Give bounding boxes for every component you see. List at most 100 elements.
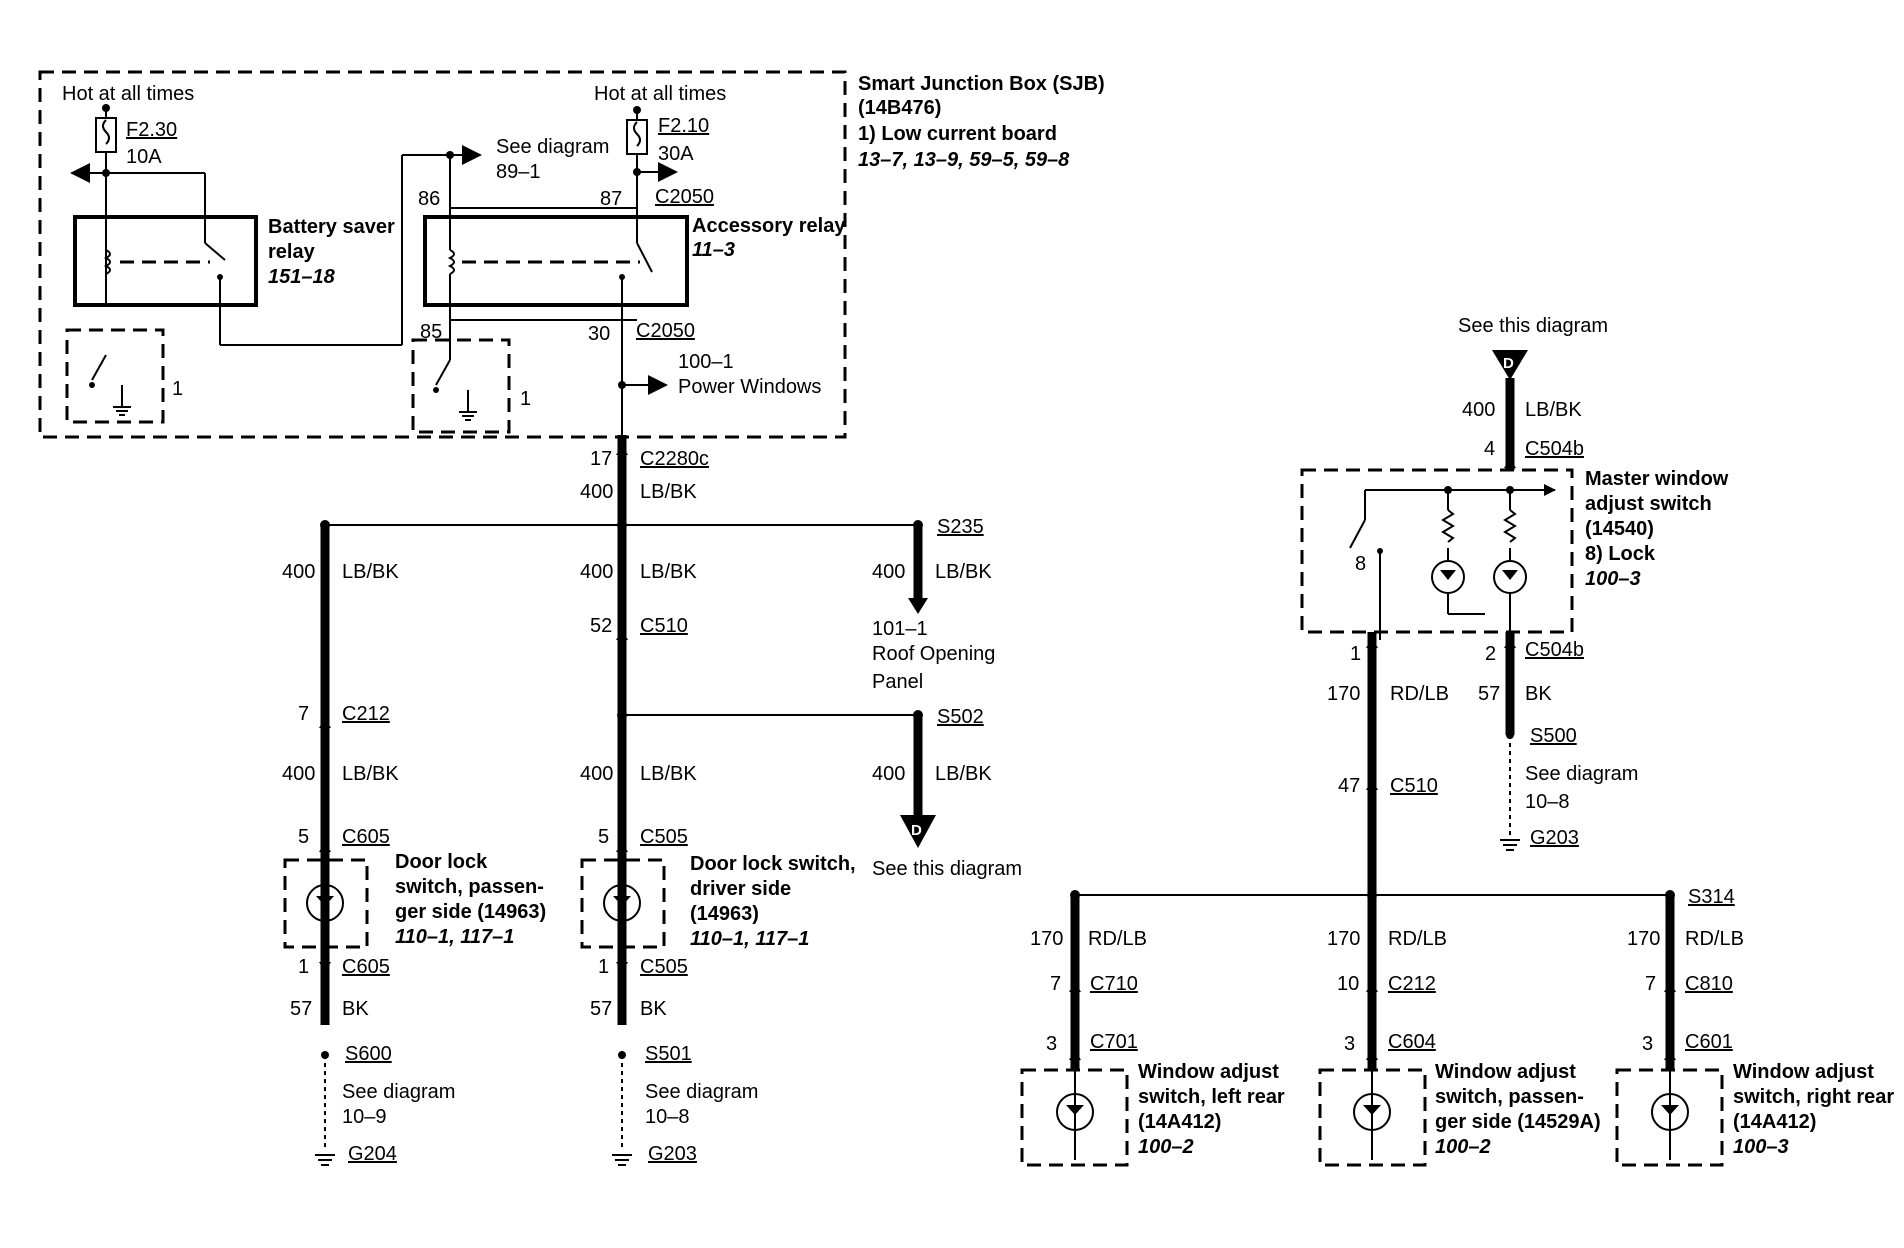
rp-pin-3: 3 <box>1344 1033 1355 1055</box>
master-color-b: BK <box>1525 683 1552 705</box>
master-color-in: LB/BK <box>1525 399 1582 421</box>
sjb-refs: 13–7, 13–9, 59–5, 59–8 <box>858 149 1070 171</box>
master-title-2: adjust switch <box>1585 493 1712 515</box>
rl-pin-3: 3 <box>1046 1033 1057 1055</box>
rp-label-2: switch, passen- <box>1435 1086 1584 1108</box>
master-window-section: See this diagram D 400 LB/BK 4 C504b 8 M… <box>1300 315 1729 895</box>
splice-s500: S500 <box>1530 725 1577 747</box>
left-color-3: BK <box>342 998 369 1020</box>
mid-circuit-2: 400 <box>580 763 613 785</box>
pin-87: 87 <box>600 188 622 210</box>
master-c504b-bottom: C504b <box>1525 639 1584 661</box>
door-lock-driver-l3: (14963) <box>690 903 759 925</box>
fuse-f2-30 <box>70 104 206 305</box>
master-see-ref: 10–8 <box>1525 791 1570 813</box>
rr-ref: 100–3 <box>1733 1136 1789 1158</box>
rl-label-2: switch, left rear <box>1138 1086 1285 1108</box>
left-see-diagram: See diagram <box>342 1081 455 1103</box>
mid-circuit-3: 57 <box>590 998 612 1020</box>
rp-ref: 100–2 <box>1435 1136 1491 1158</box>
mid-circuit-1: 400 <box>580 561 613 583</box>
door-lock-passenger-l2: switch, passen- <box>395 876 544 898</box>
splice-s502: S502 <box>937 706 984 728</box>
switch-1-left <box>65 328 165 424</box>
rp-circuit: 170 <box>1327 928 1360 950</box>
splice-s314: S314 <box>1688 886 1735 908</box>
left-circuit-3: 57 <box>290 998 312 1020</box>
left-c212: C212 <box>342 703 390 725</box>
sjb-part: (14B476) <box>858 97 941 119</box>
left-c605-top: C605 <box>342 826 390 848</box>
sjb-board: 1) Low current board <box>858 123 1057 145</box>
left-circuit-2: 400 <box>282 763 315 785</box>
mid-pin-52: 52 <box>590 615 612 637</box>
mid-color-1: LB/BK <box>640 561 697 583</box>
master-pin-1: 1 <box>1350 643 1361 665</box>
rear-left-switch: 170 RD/LB 7 C710 3 C701 Window adjust sw… <box>1020 895 1285 1167</box>
rr-color: RD/LB <box>1685 928 1744 950</box>
left-splice-s600: S600 <box>345 1043 392 1065</box>
pin-30: 30 <box>588 323 610 345</box>
see-diagram-ref: 89–1 <box>496 161 541 183</box>
rr-pin-7: 7 <box>1645 973 1656 995</box>
switch1-left-label: 1 <box>172 378 183 400</box>
rr-pin-3: 3 <box>1642 1033 1653 1055</box>
roof-panel-branch: S235 400 LB/BK 101–1 Roof Opening Panel <box>872 516 995 693</box>
rp-pin-10: 10 <box>1337 973 1359 995</box>
mid-c505-top: C505 <box>640 826 688 848</box>
rear-passenger-switch: 170 RD/LB 10 C212 3 C604 Window adjust s… <box>1318 895 1601 1167</box>
roof-circuit: 400 <box>872 561 905 583</box>
master-circuit-b: 57 <box>1478 683 1500 705</box>
fuse1-amp: 10A <box>126 146 162 168</box>
rp-label-3: ger side (14529A) <box>1435 1111 1601 1133</box>
connector-c2050-top: C2050 <box>655 186 714 208</box>
rr-label-2: switch, right rear <box>1733 1086 1894 1108</box>
left-ground-g204: G204 <box>348 1143 397 1165</box>
rl-pin-7: 7 <box>1050 973 1061 995</box>
roof-ref: 101–1 <box>872 618 928 640</box>
fuse1-name: F2.30 <box>126 119 177 141</box>
accessory-relay-label: Accessory relay <box>692 215 846 237</box>
pin-85: 85 <box>420 321 442 343</box>
master-see-diagram: See diagram <box>1525 763 1638 785</box>
left-color-2: LB/BK <box>342 763 399 785</box>
rp-c212: C212 <box>1388 973 1436 995</box>
roof-dest-1: Roof Opening <box>872 643 995 665</box>
connector-d-bottom <box>900 815 936 848</box>
door-lock-driver-ref: 110–1, 117–1 <box>690 928 809 950</box>
master-title-4: 8) Lock <box>1585 543 1656 565</box>
left-see-ref: 10–9 <box>342 1106 387 1128</box>
sjb-title: Smart Junction Box (SJB) <box>858 73 1105 95</box>
master-color-a: RD/LB <box>1390 683 1449 705</box>
door-lock-passenger-l3: ger side (14963) <box>395 901 546 923</box>
connector-c2050-bottom: C2050 <box>636 320 695 342</box>
door-lock-passenger-l1: Door lock <box>395 851 488 873</box>
left-pin-1: 1 <box>298 956 309 978</box>
master-see-this: See this diagram <box>1458 315 1608 337</box>
master-ref: 100–3 <box>1585 568 1641 590</box>
door-lock-passenger-ref: 110–1, 117–1 <box>395 926 514 948</box>
door-lock-driver-l2: driver side <box>690 878 791 900</box>
smart-junction-box: Hot at all times Hot at all times F2.30 … <box>38 70 1105 439</box>
mid-c505-bottom: C505 <box>640 956 688 978</box>
s502-branch: D S502 400 LB/BK See this diagram <box>622 706 1022 880</box>
rp-color: RD/LB <box>1388 928 1447 950</box>
trunk: 17 C2280c 400 LB/BK <box>320 435 923 530</box>
switch-1-accessory <box>411 320 511 434</box>
master-ground-g203: G203 <box>1530 827 1579 849</box>
rl-circuit: 170 <box>1030 928 1063 950</box>
master-c510: C510 <box>1390 775 1438 797</box>
master-switch-box <box>1300 468 1574 634</box>
left-circuit-1: 400 <box>282 561 315 583</box>
s502-see-this: See this diagram <box>872 858 1022 880</box>
middle-branch: 400 LB/BK 52 C510 400 LB/BK 5 C505 Door … <box>580 525 856 1166</box>
rp-label-1: Window adjust <box>1435 1061 1576 1083</box>
mid-pin-1: 1 <box>598 956 609 978</box>
connector-d-top <box>1492 350 1528 380</box>
rl-c701: C701 <box>1090 1031 1138 1053</box>
battery-saver-label-1: Battery saver <box>268 216 395 238</box>
s502-color: LB/BK <box>935 763 992 785</box>
connector-d-top-letter: D <box>1503 355 1514 372</box>
mid-color-2: LB/BK <box>640 763 697 785</box>
